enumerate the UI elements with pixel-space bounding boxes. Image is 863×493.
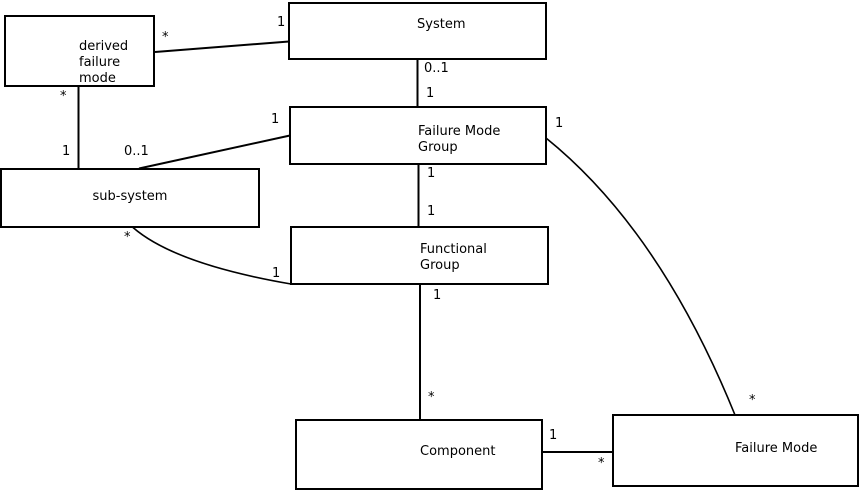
node-functional-group: Functional Group	[290, 226, 549, 285]
node-failure-mode-group-label: Failure Mode Group	[418, 124, 501, 155]
cardinality-component-fm-target: *	[598, 456, 605, 471]
cardinality-fmg-fm-source: 1	[555, 116, 564, 131]
cardinality-system-fmg-target: 1	[426, 86, 435, 101]
cardinality-system-fmg-source: 0..1	[424, 61, 449, 76]
node-sub-system: sub-system	[0, 168, 260, 228]
node-failure-mode-label: Failure Mode	[735, 441, 818, 456]
cardinality-fg-component-source: 1	[433, 288, 442, 303]
edge-derived-failure-mode-system	[154, 40, 290, 53]
node-failure-mode: Failure Mode	[612, 414, 859, 487]
cardinality-subsystem-fg-target: 1	[272, 266, 281, 281]
cardinality-subsystem-fmg-source: 0..1	[124, 144, 149, 159]
node-failure-mode-group: Failure Mode Group	[289, 106, 547, 165]
node-sub-system-label: sub-system	[92, 189, 168, 204]
node-system: System	[288, 2, 547, 60]
cardinality-dfm-subsystem-source: *	[60, 89, 67, 104]
node-derived-failure-mode: derived failure mode	[4, 15, 155, 87]
node-system-label: System	[417, 17, 466, 32]
cardinality-dfm-system-target: 1	[277, 15, 286, 30]
edge-sub-system-functional-group	[132, 226, 292, 285]
node-component-label: Component	[420, 444, 496, 459]
node-functional-group-label: Functional Group	[420, 242, 487, 273]
edge-sub-system-failure-mode-group	[138, 134, 291, 170]
cardinality-subsystem-fmg-target: 1	[271, 112, 280, 127]
edge-failure-mode-group-failure-mode	[545, 137, 736, 416]
node-derived-failure-mode-label: derived failure mode	[79, 39, 129, 86]
cardinality-dfm-subsystem-target: 1	[62, 144, 71, 159]
cardinality-fmg-fm-target: *	[749, 393, 756, 408]
cardinality-subsystem-fg-source: *	[124, 230, 131, 245]
cardinality-fmg-fg-target: 1	[427, 204, 436, 219]
cardinality-dfm-system-source: *	[162, 30, 169, 45]
cardinality-component-fm-source: 1	[549, 428, 558, 443]
node-component: Component	[295, 419, 543, 490]
cardinality-fg-component-target: *	[428, 390, 435, 405]
cardinality-fmg-fg-source: 1	[427, 166, 436, 181]
